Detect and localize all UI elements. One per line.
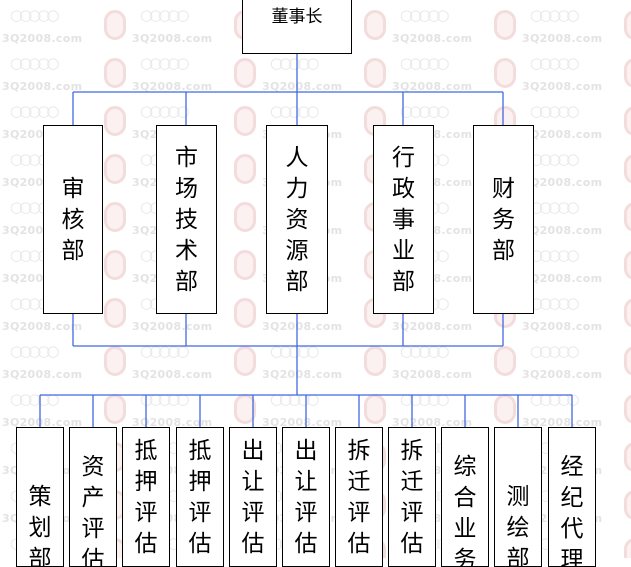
department-label: 市场技术部: [175, 145, 198, 295]
division-box-1: 策划部: [16, 427, 64, 567]
division-label: 测绘部: [506, 484, 530, 567]
division-box-2: 资产评估: [69, 427, 117, 567]
division-box-6: 出让评估: [282, 427, 330, 567]
department-box-admin: 行政事业部: [373, 125, 434, 314]
division-box-11: 经纪代理: [548, 427, 596, 567]
department-label: 人力资源部: [285, 145, 309, 295]
chairman-label: 董事长: [271, 7, 323, 27]
division-label: 抵押评估: [188, 438, 212, 557]
division-label: 策划部: [28, 484, 52, 567]
department-box-finance: 财务部: [473, 125, 534, 314]
chairman-box: 董事长: [242, 0, 352, 54]
division-box-7: 拆迁评估: [335, 427, 383, 567]
department-label: 行政事业部: [392, 145, 415, 295]
division-box-3: 抵押评估: [122, 427, 170, 567]
department-label: 审核部: [61, 176, 85, 264]
division-box-8: 拆迁评估: [388, 427, 436, 567]
division-box-10: 测绘部: [494, 427, 542, 567]
department-box-market-tech: 市场技术部: [156, 125, 217, 314]
division-label: 出让评估: [241, 438, 265, 557]
division-label: 资产评估: [81, 454, 105, 567]
division-label: 拆迁评估: [400, 438, 424, 557]
division-label: 综合业务: [453, 454, 477, 567]
division-label: 经纪代理: [560, 454, 584, 567]
department-label: 财务部: [492, 176, 515, 264]
department-box-audit: 审核部: [43, 125, 103, 314]
department-box-hr: 人力资源部: [266, 125, 328, 314]
division-label: 抵押评估: [134, 438, 158, 557]
division-label: 出让评估: [294, 438, 318, 557]
division-box-9: 综合业务: [441, 427, 489, 567]
division-label: 拆迁评估: [347, 438, 371, 557]
division-box-4: 抵押评估: [176, 427, 224, 567]
division-box-5: 出让评估: [229, 427, 277, 567]
